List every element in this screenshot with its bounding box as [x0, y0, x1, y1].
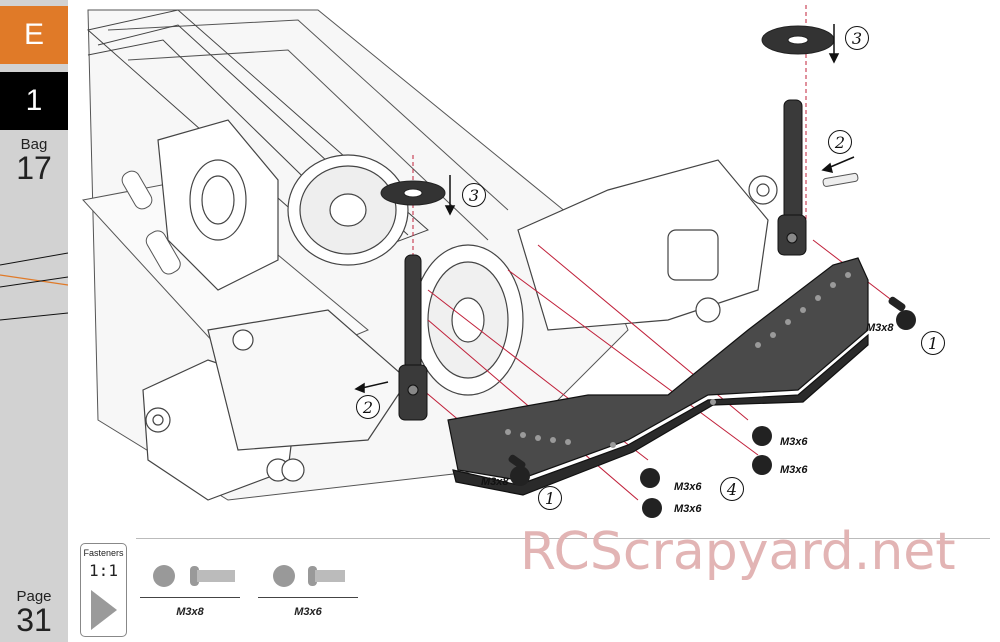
play-arrow-icon: [91, 590, 117, 630]
step-circle-1-right: 1: [921, 331, 945, 355]
sidebar: E 1 Bag 17 Page 31: [0, 0, 68, 642]
step-circle-2-right: 2: [828, 130, 852, 154]
guide-lines: [412, 5, 807, 260]
fasteners-title: Fasteners: [83, 548, 124, 558]
watermark: RCScrapyard.net: [520, 522, 956, 582]
bag-label: Bag: [20, 136, 48, 153]
diff-pulley: [412, 244, 524, 396]
section-tab: E: [0, 6, 68, 64]
callout-m3x6-d: M3x6: [674, 503, 702, 515]
page-label: Page: [16, 588, 52, 605]
body-post-left: [398, 254, 428, 421]
bag-number: 17: [16, 150, 52, 186]
callout-m3x6-c: M3x6: [674, 481, 702, 493]
washer-left: [380, 180, 446, 206]
screw-m3x8-left: [508, 454, 530, 486]
ref-line-m3x6: [258, 597, 358, 598]
callout-m3x8-left: M3x8: [481, 476, 509, 488]
step-circle-4: 4: [720, 477, 744, 501]
body-post-right: [777, 99, 807, 256]
screw-m3x6-ref-icon: [273, 565, 345, 587]
body-mount-plate: [447, 257, 869, 496]
callout-m3x8-right: M3x8: [866, 322, 894, 334]
footer-divider: [136, 538, 990, 539]
screw-m3x6-c: [640, 468, 660, 488]
section-letter: E: [23, 18, 44, 51]
step-circle-3-right: 3: [845, 26, 869, 50]
rear-bulkhead: [517, 159, 778, 331]
fasteners-scale: 1:1: [89, 561, 118, 580]
pin-right: [822, 172, 859, 187]
screw-m3x6-b: [752, 455, 772, 475]
step-number: 1: [25, 84, 43, 117]
page-number: 31: [16, 602, 52, 638]
ref-line-m3x8: [140, 597, 240, 598]
step-circle-2-left: 2: [356, 395, 380, 419]
step-circle-1-left: 1: [538, 486, 562, 510]
spur-gear: [287, 154, 409, 266]
ref-label-m3x8: M3x8: [176, 606, 204, 618]
left-upright: [142, 309, 409, 501]
arrows: [354, 24, 855, 394]
motor-mount: [157, 119, 279, 291]
washer-right: [761, 25, 835, 55]
screw-m3x8-ref-icon: [153, 565, 235, 587]
callout-m3x6-a: M3x6: [780, 436, 808, 448]
step-tab: 1: [0, 72, 68, 130]
ref-label-m3x6: M3x6: [294, 606, 322, 618]
assembly-drawing: [82, 5, 916, 518]
callout-m3x6-b: M3x6: [780, 464, 808, 476]
step-circle-3-left: 3: [462, 183, 486, 207]
fasteners-box: Fasteners 1:1: [80, 543, 127, 637]
screw-m3x8-right: [888, 296, 916, 330]
screw-m3x6-a: [752, 426, 772, 446]
screw-m3x6-d: [642, 498, 662, 518]
sidebar-decor-lines: [0, 252, 68, 321]
